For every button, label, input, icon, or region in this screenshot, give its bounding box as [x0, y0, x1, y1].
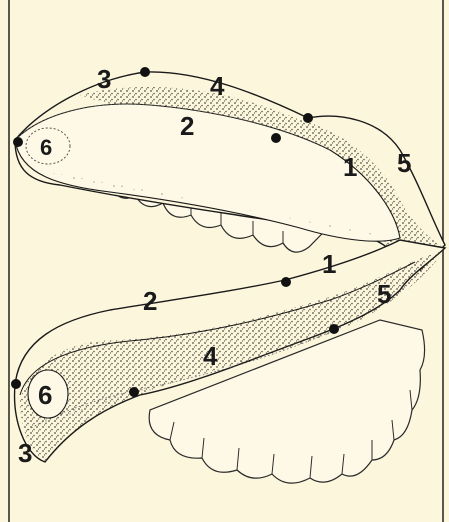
upper-label-3: 3 — [97, 64, 111, 94]
upper-landmark-dot — [303, 113, 313, 123]
lower-label-2: 2 — [143, 286, 157, 316]
upper-landmark-dot — [140, 67, 150, 77]
lower-label-4: 4 — [203, 341, 218, 371]
lower-landmark-dot — [129, 387, 139, 397]
lower-landmark-dot — [11, 379, 21, 389]
lower-label-6: 6 — [38, 380, 52, 410]
upper-label-1: 1 — [343, 152, 357, 182]
upper-label-5: 5 — [397, 148, 411, 178]
lower-landmark-dot — [329, 324, 339, 334]
lower-landmark-dot — [281, 277, 291, 287]
lower-label-5: 5 — [377, 279, 391, 309]
lower-label-1: 1 — [322, 249, 336, 279]
upper-label-4: 4 — [210, 71, 225, 101]
upper-landmark-dot — [271, 133, 281, 143]
upper-landmark-dot — [13, 137, 23, 147]
upper-label-6: 6 — [40, 135, 52, 160]
lower-label-3: 3 — [18, 438, 32, 468]
lower-jaw: 1 2 5 4 6 3 — [11, 240, 445, 483]
upper-label-2: 2 — [180, 111, 194, 141]
upper-jaw: 3 4 2 1 5 6 — [13, 64, 445, 270]
